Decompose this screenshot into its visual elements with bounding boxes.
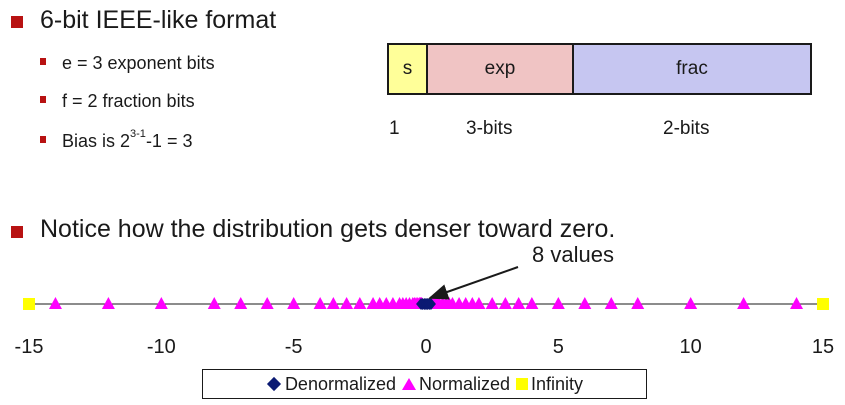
exp-bits-text: e = 3 exponent bits	[62, 53, 215, 73]
format-diagram: s exp frac	[387, 43, 812, 95]
bullet-marker	[40, 136, 46, 143]
normalized-point	[578, 297, 592, 309]
legend-denormalized: Denormalized	[266, 374, 396, 395]
x-tick-label: -10	[147, 336, 176, 358]
normalized-point	[604, 297, 618, 309]
square-icon	[516, 378, 529, 390]
normalized-point	[472, 297, 486, 309]
normalized-point	[525, 297, 539, 309]
normalized-point	[260, 297, 274, 309]
frac-bits-text: f = 2 fraction bits	[62, 91, 195, 111]
format-title: 6-bit IEEE-like format	[40, 6, 277, 34]
frac-bits-label: 2-bits	[663, 118, 710, 139]
normalized-point	[48, 297, 62, 309]
bias-text: Bias is 23-1-1 = 3	[62, 129, 193, 151]
x-tick-label: -5	[285, 336, 303, 358]
exp-bits-label: 3-bits	[466, 118, 513, 139]
bullet-marker	[11, 226, 23, 238]
legend-denormalized-label: Denormalized	[284, 373, 396, 394]
normalized-point	[512, 297, 526, 309]
chart-legend: Denormalized Normalized Infinity	[202, 369, 647, 399]
callout-label: 8 values	[532, 242, 614, 267]
normalized-point	[498, 297, 512, 309]
normalized-point	[326, 297, 340, 309]
normalized-point	[684, 297, 698, 309]
normalized-point	[287, 297, 301, 309]
normalized-point	[737, 297, 751, 309]
callout-arrow	[428, 266, 519, 300]
infinity-point	[23, 298, 35, 310]
legend-normalized: Normalized	[402, 374, 510, 395]
normalized-point	[154, 297, 168, 309]
bias-suffix: -1 = 3	[145, 131, 193, 151]
bullet-marker	[40, 58, 46, 65]
normalized-point	[485, 297, 499, 309]
normalized-point	[313, 297, 327, 309]
normalized-point	[353, 297, 367, 309]
infinity-point	[817, 298, 829, 310]
sign-field: s	[389, 45, 428, 93]
legend-infinity: Infinity	[516, 374, 583, 395]
bullet-marker	[11, 16, 23, 28]
frac-field: frac	[574, 45, 810, 93]
bias-prefix: Bias is 2	[62, 131, 131, 151]
normalized-point	[340, 297, 354, 309]
bullet-marker	[40, 96, 46, 103]
diamond-icon	[266, 376, 282, 392]
legend-normalized-label: Normalized	[419, 373, 511, 394]
sign-bits-label: 1	[389, 118, 400, 139]
exp-field: exp	[428, 45, 574, 93]
normalized-point	[207, 297, 221, 309]
normalized-point	[790, 297, 804, 309]
normalized-point	[234, 297, 248, 309]
denormalized-point	[425, 298, 436, 310]
x-tick-label: -15	[15, 336, 44, 358]
number-line-chart: -15 -10 -5 0 5 10 15 8 values	[15, 242, 835, 358]
x-tick-label: 15	[812, 336, 834, 358]
x-tick-label: 5	[553, 336, 564, 358]
bias-exponent: 3-1	[130, 128, 146, 140]
normalized-point	[551, 297, 565, 309]
normalized-point	[101, 297, 115, 309]
x-tick-label: 0	[420, 336, 431, 358]
notice-text: Notice how the distribution gets denser …	[40, 215, 616, 243]
legend-infinity-label: Infinity	[531, 373, 584, 394]
normalized-point	[631, 297, 645, 309]
x-tick-label: 10	[680, 336, 702, 358]
triangle-icon	[402, 378, 416, 390]
